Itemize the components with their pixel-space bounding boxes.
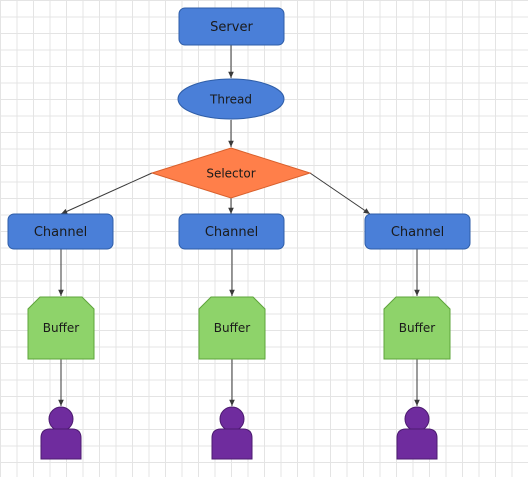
channel-node-1: Channel [7,213,114,250]
edge-selector-channel-1 [60,172,153,215]
channel-label-1: Channel [34,225,87,240]
thread-label: Thread [209,93,252,107]
buffer-node-2: Buffer [198,296,266,360]
channel-node-3: Channel [364,213,471,250]
selector-label: Selector [206,167,255,181]
user-icon [211,406,253,460]
buffer-node-1: Buffer [27,296,95,360]
buffer-label-3: Buffer [399,321,435,335]
selector-node: Selector [150,147,312,199]
user-icon [40,406,82,460]
buffer-label-2: Buffer [214,321,250,335]
user-icon [396,406,438,460]
edges [58,45,420,406]
thread-node: Thread [177,78,285,120]
edge-selector-channel-3 [309,172,371,215]
channel-node-2: Channel [178,213,285,250]
buffer-label-1: Buffer [43,321,79,335]
buffer-node-3: Buffer [383,296,451,360]
channel-label-3: Channel [391,225,444,240]
channel-label-2: Channel [205,225,258,240]
server-label: Server [210,20,253,35]
server-node: Server [178,7,285,46]
